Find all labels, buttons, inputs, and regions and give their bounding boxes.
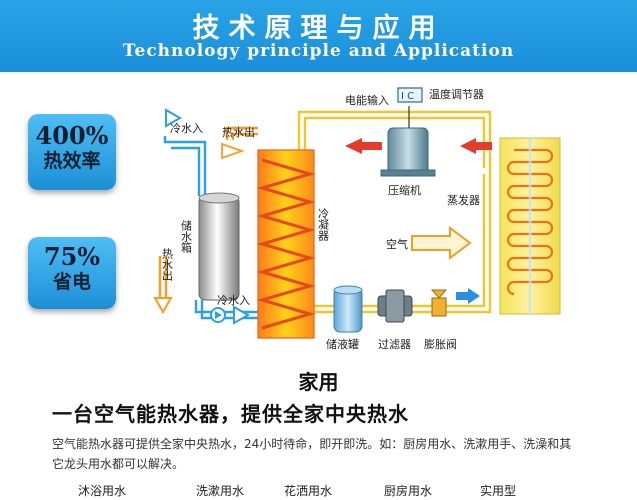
label-receiver: 储液罐	[326, 337, 359, 351]
use-case-item: 花洒用水	[284, 484, 333, 498]
blue-arrow-icon	[456, 288, 480, 304]
label-compressor: 压缩机	[388, 183, 421, 197]
description: 空气能热水器可提供全家中央热水，24小时待命，即开即洗。如：厨房用水、洗漱用手、…	[52, 437, 572, 471]
air-arrow-icon	[411, 226, 472, 260]
page-title: 技术原理与应用	[192, 13, 445, 44]
header-banner: 技术原理与应用 Technology principle and Applica…	[0, 0, 637, 72]
ic-chip	[397, 87, 423, 103]
receiver-tank	[333, 285, 363, 333]
power-saving-badge: 75% 省电	[28, 237, 116, 309]
hot-out-down-arrow-icon	[153, 297, 173, 315]
label-filter: 过滤器	[378, 338, 411, 351]
evaporator	[499, 137, 561, 315]
efficiency-value: 400%	[35, 121, 109, 150]
use-cases: 沐浴用水 洗漱用水 花洒用水 厨房用水 实用型	[0, 482, 637, 500]
label-temp-regulator: 温度调节器	[429, 87, 484, 101]
label-hot-out-left: 热水出	[161, 248, 174, 281]
label-storage-tank: 储水箱	[180, 219, 193, 254]
label-power-input: 电能输入	[345, 93, 389, 107]
efficiency-badge: 400% 热效率	[28, 114, 116, 190]
page-subtitle: Technology principle and Application	[122, 41, 515, 61]
cold-in-right-arrow-icon	[233, 305, 251, 325]
label-condenser: 冷凝器	[317, 208, 330, 242]
label-ic: I C	[401, 91, 414, 102]
condenser	[256, 149, 316, 339]
red-left-arrow-icon	[345, 138, 382, 154]
storage-tank	[198, 192, 240, 301]
refrigerant-arrows	[345, 138, 492, 154]
power-saving-value: 75%	[43, 242, 101, 271]
hot-out-arrow-icon	[221, 142, 245, 160]
label-hot-out-top: 热水出	[222, 125, 255, 139]
label-cold-in-bottom: 冷水入	[217, 294, 250, 307]
label-evaporator: 蒸发器	[447, 193, 480, 207]
vertical-labels: 储水箱 热水出 冷凝器	[161, 208, 330, 281]
heat-pump-diagram: 冷水入 热水出 冷水入 电能输入 I C 温度调节器 压缩机 蒸发器 空气 储液…	[153, 87, 561, 351]
expansion-valve	[430, 289, 448, 317]
label-air: 空气	[386, 237, 408, 251]
use-case-item: 洗漱用水	[196, 484, 245, 498]
red-left-arrow-2-icon	[460, 138, 492, 154]
use-case-item: 沐浴用水	[78, 484, 127, 498]
headline: 一台空气能热水器，提供全家中央热水	[52, 402, 409, 426]
filter	[377, 289, 413, 323]
power-saving-label: 省电	[52, 271, 91, 293]
label-expansion-valve: 膨胀阀	[424, 337, 457, 351]
compressor	[380, 127, 436, 177]
use-case-item: 实用型	[480, 484, 517, 498]
use-case-item: 厨房用水	[384, 484, 433, 498]
refrigerant-loop	[297, 110, 492, 314]
label-cold-in-top: 冷水入	[170, 122, 203, 135]
flow-arrows	[153, 108, 251, 325]
cold-in-arrow-icon	[165, 108, 183, 128]
efficiency-label: 热效率	[43, 150, 101, 172]
section-title: 家用	[298, 370, 339, 394]
